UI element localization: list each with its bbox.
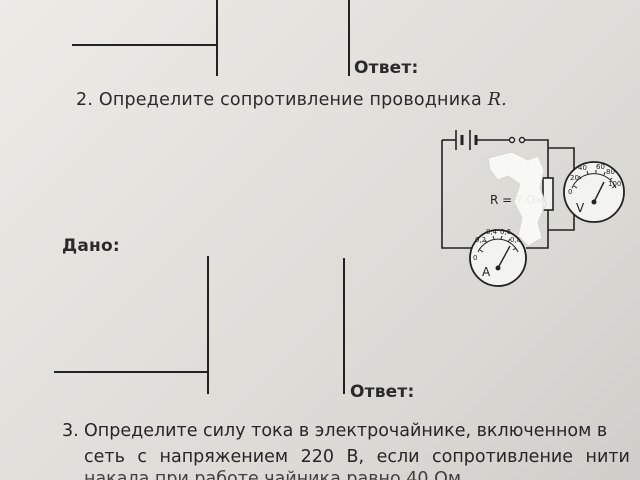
voltmeter-scale-0: 0 bbox=[568, 188, 572, 196]
solution-divider bbox=[343, 258, 345, 394]
task3-number: 3. bbox=[62, 421, 79, 441]
voltmeter-letter: V bbox=[576, 201, 585, 215]
task2-variable: R. bbox=[487, 90, 507, 110]
given-divider bbox=[207, 256, 209, 394]
task3-word: сеть bbox=[84, 447, 125, 467]
top-given-underline bbox=[72, 44, 218, 46]
task3-line1-text: Определите силу тока в электрочайнике, в… bbox=[84, 421, 608, 441]
task3-word: В, bbox=[346, 447, 365, 467]
voltmeter-scale-80: 80 bbox=[606, 168, 615, 176]
torn-paper-patch bbox=[487, 151, 547, 247]
top-left-divider bbox=[216, 0, 218, 76]
ammeter-scale-0-4: 0,4 bbox=[486, 228, 498, 236]
given-underline bbox=[54, 371, 209, 373]
ammeter-needle bbox=[497, 245, 511, 269]
task3-word: 220 bbox=[300, 447, 334, 467]
task3-word: нити bbox=[585, 447, 630, 467]
voltmeter-needle bbox=[593, 181, 605, 203]
switch-icon bbox=[508, 136, 526, 144]
answer-label-top: Ответ: bbox=[354, 58, 419, 78]
task3-line-1: 3.Определите силу тока в электрочайнике,… bbox=[62, 418, 630, 444]
ammeter-scale-0: 0 bbox=[473, 254, 477, 262]
ammeter-letter: A bbox=[482, 265, 491, 279]
task3-text: 3.Определите силу тока в электрочайнике,… bbox=[62, 418, 630, 480]
resistor-icon bbox=[542, 177, 554, 211]
circuit-diagram: R = ? Ом V 0 20 40 60 80 100 bbox=[441, 130, 625, 287]
voltmeter-icon: V 0 20 40 60 80 100 bbox=[563, 161, 625, 223]
ammeter-scale-0-2: 0,2 bbox=[475, 236, 486, 244]
task3-line-2: сеть с напряжением 220 В, если сопротивл… bbox=[62, 444, 630, 470]
voltmeter-scale-20: 20 bbox=[570, 174, 579, 182]
task3-line-3: накала при работе чайника равно 40 Ом. bbox=[84, 469, 467, 480]
answer-label-bottom: Ответ: bbox=[350, 382, 415, 402]
circuit-wires bbox=[441, 139, 575, 249]
task3-word: если bbox=[376, 447, 420, 467]
task2-text: Определите сопротивление проводника bbox=[98, 90, 482, 110]
ammeter-icon: A 0 0,2 0,4 0,6 0,8 bbox=[469, 228, 527, 287]
task3-word: сопротивление bbox=[432, 447, 574, 467]
task3-word: с bbox=[137, 447, 148, 467]
task3-word: напряжением bbox=[159, 447, 289, 467]
ammeter-scale-0-8: 0,8 bbox=[510, 236, 521, 244]
voltmeter-scale-60: 60 bbox=[596, 163, 605, 171]
task2-number: 2. bbox=[76, 90, 94, 110]
voltmeter-scale-100: 100 bbox=[608, 180, 621, 188]
task2-heading: 2. Определите сопротивление проводника R… bbox=[76, 90, 507, 110]
given-label: Дано: bbox=[62, 236, 120, 256]
voltmeter-scale-40: 40 bbox=[578, 164, 587, 172]
top-right-divider bbox=[348, 0, 350, 76]
battery-icon bbox=[455, 130, 480, 150]
ammeter-scale-0-6: 0,6 bbox=[500, 228, 512, 236]
